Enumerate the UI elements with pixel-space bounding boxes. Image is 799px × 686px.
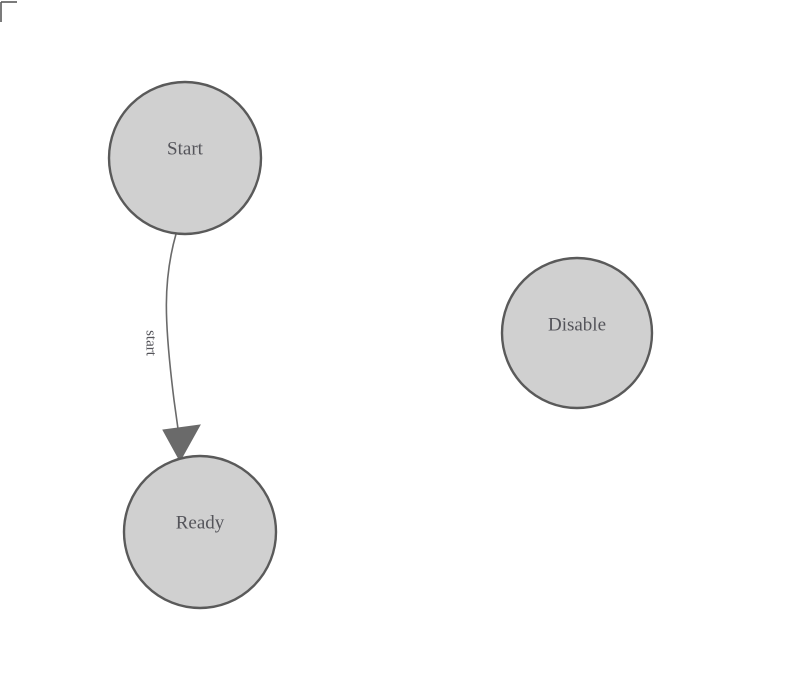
node-disable[interactable]: Disable xyxy=(500,256,654,410)
node-start-label: Start xyxy=(167,138,204,159)
node-ready-label: Ready xyxy=(176,512,225,533)
node-ready-circle[interactable] xyxy=(122,454,278,610)
edge-path-start-to-ready xyxy=(165,233,180,437)
node-start[interactable]: Start xyxy=(107,80,263,236)
selection-corner-mark-icon xyxy=(0,1,17,22)
edge-arrowhead-start-to-ready xyxy=(162,424,201,463)
edge-label-start: start xyxy=(143,330,159,357)
node-disable-circle[interactable] xyxy=(500,256,654,410)
node-ready[interactable]: Ready xyxy=(122,454,278,610)
node-start-circle[interactable] xyxy=(107,80,263,236)
edge-start-to-ready[interactable]: start xyxy=(143,233,201,463)
node-disable-label: Disable xyxy=(548,314,606,335)
